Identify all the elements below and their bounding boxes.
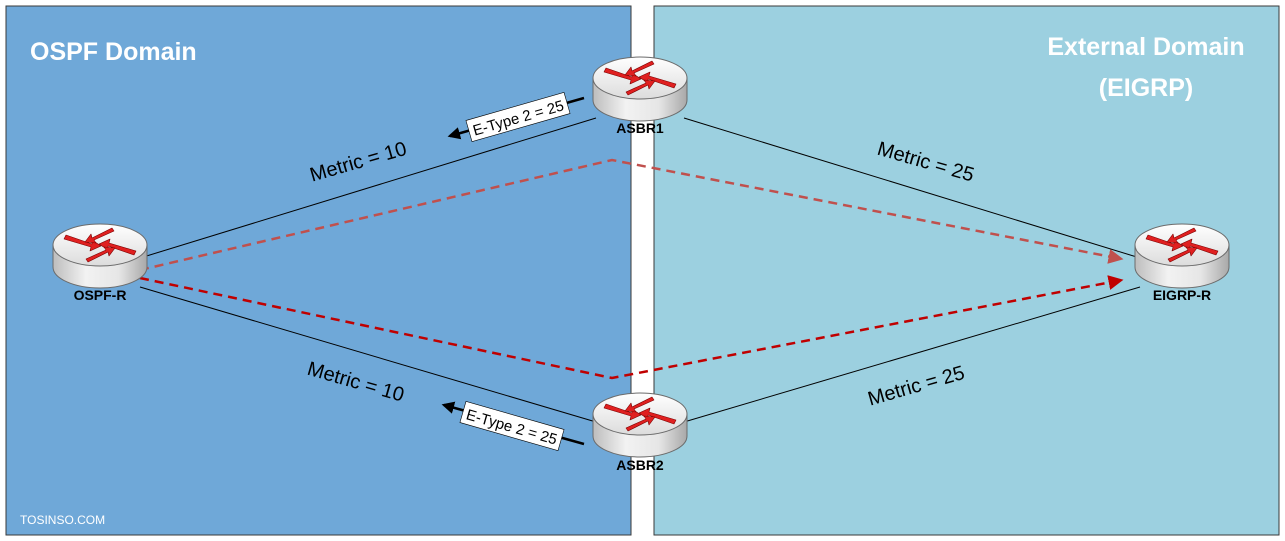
router-icon: [52, 223, 148, 289]
router-ospf-r: OSPF-R: [52, 223, 148, 303]
router-eigrp-r: EIGRP-R: [1134, 223, 1230, 303]
router-asbr1: ASBR1: [592, 56, 688, 136]
link-ospf-asbr1: [139, 117, 597, 259]
router-asbr2: ASBR2: [592, 392, 688, 473]
path-via-asbr2: [139, 275, 1124, 380]
router-label-asbr1: ASBR1: [616, 120, 664, 136]
router-label-eigrp-r: EIGRP-R: [1153, 287, 1211, 303]
link-asbr2-eigrp: [683, 286, 1141, 423]
router-label-ospf-r: OSPF-R: [74, 287, 127, 303]
external-domain-title-line1: External Domain: [1047, 33, 1244, 61]
watermark: TOSINSO.COM: [20, 513, 105, 527]
external-domain-title-line2: (EIGRP): [1099, 74, 1193, 102]
path-via-asbr1: [139, 158, 1124, 272]
router-icon: [592, 56, 688, 122]
link-ospf-asbr2: [139, 286, 597, 423]
router-label-asbr2: ASBR2: [616, 457, 664, 473]
link-asbr1-eigrp: [683, 117, 1141, 259]
ospf-domain-title: OSPF Domain: [30, 38, 197, 66]
router-icon: [592, 392, 688, 458]
router-icon: [1134, 223, 1230, 289]
